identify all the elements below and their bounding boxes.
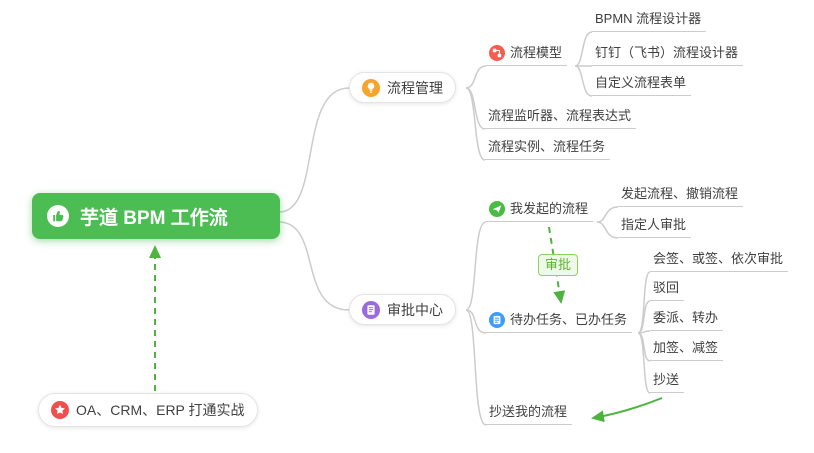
root-label: 芋道 BPM 工作流 (80, 207, 228, 229)
edge-label-approval: 审批 (538, 254, 579, 276)
node-instance-task[interactable]: 流程实例、流程任务 (485, 138, 611, 160)
send-icon (489, 200, 505, 217)
node-cc-my-processes[interactable]: 抄送我的流程 (486, 403, 573, 425)
edge-label-text: 审批 (545, 257, 572, 272)
node-process-model[interactable]: 流程模型 (486, 44, 568, 66)
node-assignee-approval[interactable]: 指定人审批 (618, 216, 692, 238)
leaf-label: 指定人审批 (621, 217, 687, 232)
leaf-label: 抄送 (653, 372, 680, 387)
card-label: OA、CRM、ERP 打通实战 (76, 402, 245, 418)
node-start-cancel-process[interactable]: 发起流程、撤销流程 (618, 185, 744, 207)
node-oa-crm-erp[interactable]: OA、CRM、ERP 打通实战 (38, 393, 258, 427)
branch-label: 审批中心 (387, 301, 443, 318)
star-icon (51, 401, 69, 419)
node-custom-form[interactable]: 自定义流程表单 (592, 74, 692, 96)
leaf-label: 我发起的流程 (510, 201, 589, 216)
leaf-label: 自定义流程表单 (595, 75, 687, 90)
lightbulb-icon (362, 78, 380, 97)
node-dingtalk-designer[interactable]: 钉钉（飞书）流程设计器 (592, 44, 744, 66)
leaf-label: 流程模型 (510, 45, 563, 60)
node-my-initiated-processes[interactable]: 我发起的流程 (486, 200, 594, 222)
root-node[interactable]: 芋道 BPM 工作流 (32, 193, 280, 239)
node-listener-expression[interactable]: 流程监听器、流程表达式 (485, 107, 637, 129)
node-approval-center[interactable]: 审批中心 (349, 294, 456, 325)
leaf-label: 待办任务、已办任务 (510, 312, 628, 327)
node-reject[interactable]: 驳回 (650, 279, 685, 301)
node-addsign-removesign[interactable]: 加签、减签 (650, 339, 724, 361)
branch-label: 流程管理 (387, 79, 443, 96)
clipboard-icon (362, 300, 380, 319)
leaf-label: 流程实例、流程任务 (488, 139, 606, 154)
task-list-icon (489, 311, 505, 328)
leaf-label: 抄送我的流程 (489, 404, 568, 419)
node-todo-done-tasks[interactable]: 待办任务、已办任务 (486, 311, 633, 333)
flow-model-icon (489, 44, 505, 61)
thumbs-up-icon (46, 204, 70, 228)
gray-connectors (279, 31, 651, 426)
node-process-management[interactable]: 流程管理 (349, 72, 456, 103)
leaf-label: 会签、或签、依次审批 (653, 251, 784, 266)
leaf-label: 钉钉（飞书）流程设计器 (595, 45, 739, 60)
leaf-label: 加签、减签 (653, 340, 719, 355)
node-bpmn-designer[interactable]: BPMN 流程设计器 (592, 10, 707, 32)
leaf-label: 驳回 (653, 280, 680, 295)
leaf-label: 发起流程、撤销流程 (621, 186, 739, 201)
leaf-label: 流程监听器、流程表达式 (488, 108, 632, 123)
leaf-label: BPMN 流程设计器 (595, 11, 702, 26)
node-countersign-orsign[interactable]: 会签、或签、依次审批 (650, 250, 789, 272)
node-delegate-transfer[interactable]: 委派、转办 (650, 309, 724, 331)
node-cc[interactable]: 抄送 (650, 371, 685, 393)
leaf-label: 委派、转办 (653, 310, 719, 325)
